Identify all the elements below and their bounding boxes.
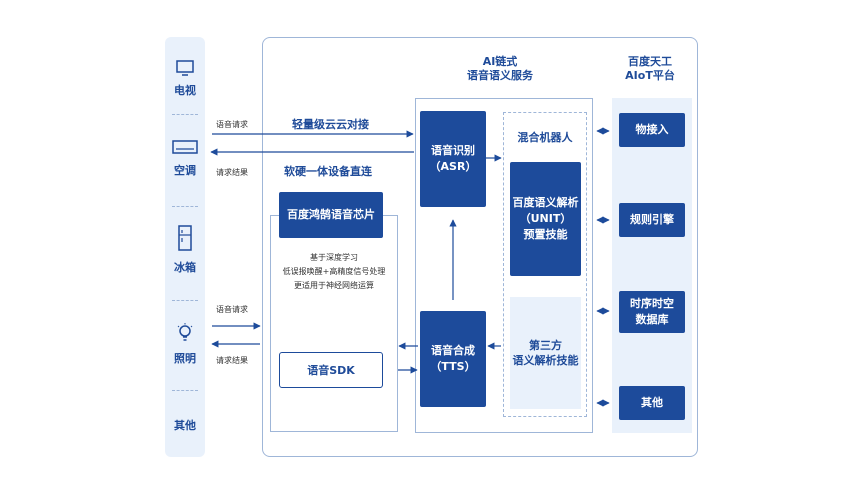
unit-label: 百度语义解析 — [512, 196, 579, 209]
aiot-item-rule-engine: 规则引擎 — [619, 203, 685, 237]
hardware-link-label: 软硬一体设备直连 — [284, 165, 372, 178]
aiot-item-label: 时序时空 — [630, 297, 674, 310]
voice-request-label: 语音请求 — [216, 305, 248, 314]
ai-service-title-line: 语音语义服务 — [467, 69, 533, 82]
aiot-item-tsdb: 时序时空 数据库 — [619, 291, 685, 333]
aiot-item-device-access: 物接入 — [619, 113, 685, 147]
aiot-item-label: 物接入 — [635, 123, 669, 136]
device-label-other: 其他 — [174, 419, 196, 432]
lightbulb-icon — [177, 323, 193, 341]
chip-feature: 更适用于神经网络运算 — [294, 281, 374, 290]
ai-service-title: AI链式 语音语义服务 — [430, 55, 570, 83]
third-party-box: 第三方 语义解析技能 — [510, 297, 581, 409]
hybrid-robot-group — [503, 112, 587, 417]
aiot-title-line: AIoT平台 — [625, 69, 675, 82]
aiot-panel — [612, 98, 692, 433]
tv-icon — [176, 60, 194, 76]
request-result-label: 请求结果 — [216, 168, 248, 177]
fridge-icon — [178, 225, 192, 251]
air-conditioner-icon — [172, 140, 198, 154]
aiot-item-other: 其他 — [619, 386, 685, 420]
system-frame — [262, 37, 698, 457]
voice-request-label: 语音请求 — [216, 120, 248, 129]
sdk-label: 语音SDK — [307, 364, 355, 377]
third-party-label: 第三方 — [529, 339, 562, 352]
device-panel — [165, 37, 205, 457]
unit-box: 百度语义解析 （UNIT） 预置技能 — [510, 162, 581, 276]
device-label-lighting: 照明 — [174, 352, 196, 365]
device-label-tv: 电视 — [174, 84, 196, 97]
hybrid-robot-label: 混合机器人 — [517, 131, 573, 144]
tts-label: （TTS） — [430, 360, 476, 373]
chip-box: 百度鸿鹄语音芯片 — [279, 192, 383, 238]
asr-label: 语音识别 — [431, 144, 475, 157]
tts-box: 语音合成 （TTS） — [420, 311, 486, 407]
cloud-link-label: 轻量级云云对接 — [292, 118, 369, 131]
chip-feature: 低误报唤醒+高精度信号处理 — [282, 267, 386, 276]
voice-sdk-box: 语音SDK — [279, 352, 383, 388]
unit-label: 预置技能 — [523, 228, 568, 241]
asr-label: （ASR） — [429, 160, 477, 173]
aiot-item-label: 其他 — [641, 396, 663, 409]
asr-box: 语音识别 （ASR） — [420, 111, 486, 207]
request-result-label: 请求结果 — [216, 356, 248, 365]
aiot-item-label: 规则引擎 — [630, 213, 674, 226]
third-party-label: 语义解析技能 — [512, 354, 579, 367]
chip-features: 基于深度学习 低误报唤醒+高精度信号处理 更适用于神经网络运算 — [270, 251, 398, 293]
aiot-title: 百度天工 AIoT平台 — [608, 55, 692, 83]
divider — [172, 390, 198, 391]
chip-feature: 基于深度学习 — [310, 253, 358, 262]
aiot-item-label: 数据库 — [635, 313, 669, 326]
divider — [172, 206, 198, 207]
divider — [172, 300, 198, 301]
device-label-fridge: 冰箱 — [174, 261, 196, 274]
divider — [172, 114, 198, 115]
unit-label: （UNIT） — [519, 212, 572, 225]
device-label-ac: 空调 — [174, 164, 196, 177]
ai-service-group — [415, 98, 593, 433]
ai-service-title-line: AI链式 — [482, 55, 518, 68]
chip-title: 百度鸿鹄语音芯片 — [287, 208, 375, 221]
tts-label: 语音合成 — [431, 344, 475, 357]
aiot-title-line: 百度天工 — [628, 55, 672, 68]
